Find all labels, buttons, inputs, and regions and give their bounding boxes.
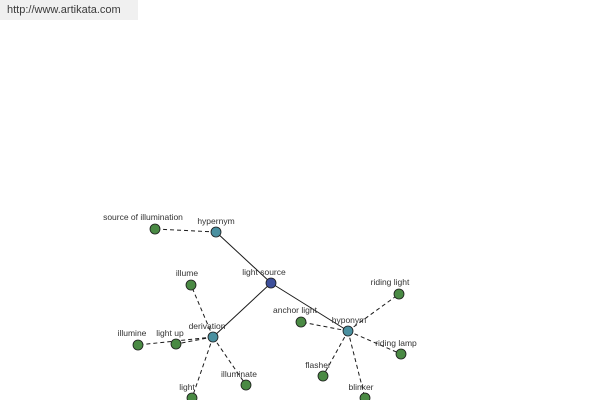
relation-node-derivation[interactable] <box>207 331 219 343</box>
center-label[interactable]: light source <box>242 267 286 277</box>
word-label-source-of-illumination[interactable]: source of illumination <box>103 212 183 222</box>
word-label-illuminate[interactable]: illuminate <box>221 369 257 379</box>
site-url-link[interactable]: http://www.artikata.com <box>7 4 121 16</box>
edge-hyponym-flasher <box>322 330 349 377</box>
site-url-bar: http://www.artikata.com <box>0 0 138 20</box>
edge-hyponym-riding-light <box>347 293 400 332</box>
word-node-light-up[interactable] <box>170 338 182 350</box>
word-node-illumine[interactable] <box>132 339 144 351</box>
word-label-riding-lamp[interactable]: riding lamp <box>375 338 417 348</box>
word-node-illuminate[interactable] <box>240 379 252 391</box>
word-node-illume[interactable] <box>185 279 197 291</box>
edge-derivation-light <box>191 336 214 399</box>
word-label-riding-light[interactable]: riding light <box>371 277 410 287</box>
relation-node-hyponym[interactable] <box>342 325 354 337</box>
center-node[interactable] <box>265 277 277 289</box>
edge-center-derivation <box>212 282 272 338</box>
relation-label-derivation[interactable]: derivation <box>189 321 226 331</box>
word-node-riding-light[interactable] <box>393 288 405 300</box>
word-label-blinker[interactable]: blinker <box>348 382 373 392</box>
word-label-light[interactable]: light <box>179 382 195 392</box>
relation-label-hyponym[interactable]: hyponym <box>332 315 367 325</box>
word-node-anchor-light[interactable] <box>295 316 307 328</box>
edge-derivation-illuminate <box>212 336 247 386</box>
word-node-blinker[interactable] <box>359 392 371 400</box>
graph-edges <box>137 228 402 399</box>
word-node-source-of-illumination[interactable] <box>149 223 161 235</box>
graph-nodes <box>132 223 407 400</box>
word-node-riding-lamp[interactable] <box>395 348 407 360</box>
word-label-anchor-light[interactable]: anchor light <box>273 305 318 315</box>
word-label-flasher[interactable]: flasher <box>305 360 331 370</box>
edge-hyponym-blinker <box>347 330 366 399</box>
edge-hyponym-riding-lamp <box>347 330 402 355</box>
edge-center-hypernym <box>215 231 272 284</box>
word-label-light-up[interactable]: light up <box>156 328 184 338</box>
word-label-illume[interactable]: illume <box>176 268 198 278</box>
relation-node-hypernym[interactable] <box>210 226 222 238</box>
edge-derivation-illume <box>190 284 214 338</box>
word-node-light[interactable] <box>186 392 198 400</box>
edge-hypernym-source-of-illumination <box>154 228 217 233</box>
edge-center-hyponym <box>270 282 349 332</box>
word-node-flasher[interactable] <box>317 370 329 382</box>
relation-label-hypernym[interactable]: hypernym <box>197 216 234 226</box>
edge-derivation-light-up <box>175 336 214 345</box>
edge-hyponym-anchor-light <box>300 321 349 332</box>
graph-labels: light source hypernym derivation hyponym… <box>103 212 417 392</box>
word-label-illumine[interactable]: illumine <box>118 328 147 338</box>
